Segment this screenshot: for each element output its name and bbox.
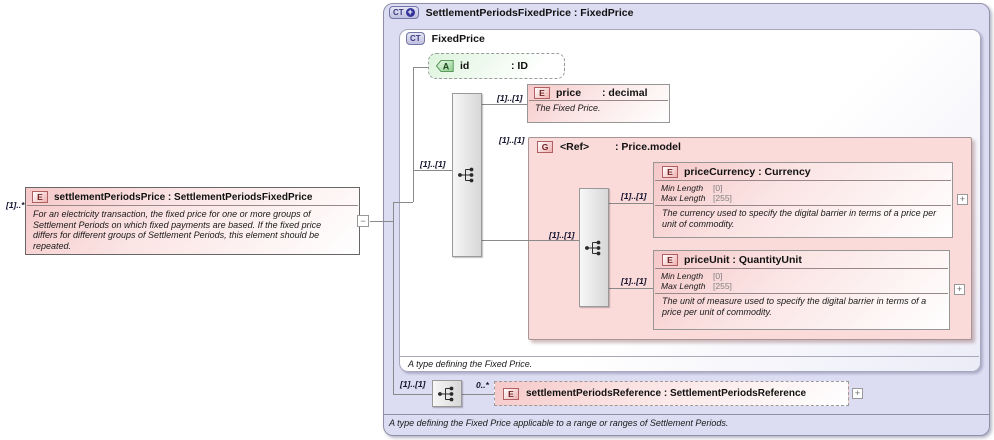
divider (400, 356, 979, 357)
element-title: priceCurrency : Currency (684, 166, 811, 178)
connector-line (393, 394, 432, 395)
collapse-toggle-button[interactable]: − (357, 215, 369, 227)
expand-button[interactable]: + (957, 194, 968, 205)
facet-row: Max Length [255] (654, 193, 952, 203)
element-settlementPeriodsPrice[interactable]: E settlementPeriodsPrice : SettlementPer… (25, 187, 360, 255)
element-title: settlementPeriodsReference : SettlementP… (526, 388, 807, 399)
facet-value: [255] (713, 193, 732, 203)
facet-value: [0] (713, 271, 723, 281)
outer-header: CT+ SettlementPeriodsFixedPrice : FixedP… (389, 6, 633, 19)
outer-title: SettlementPeriodsFixedPrice : FixedPrice (425, 6, 634, 19)
complex-type-plus-icon: CT+ (389, 6, 419, 19)
connector-line (482, 104, 527, 105)
element-name: price (556, 87, 582, 99)
ct-badge-label: CT (393, 8, 404, 17)
element-priceCurrency[interactable]: E priceCurrency : Currency Min Length [0… (653, 162, 953, 238)
facet-row: Max Length [255] (654, 281, 949, 291)
element-type: : decimal (602, 87, 648, 99)
facet-name: Min Length (661, 271, 704, 281)
inner-title: FixedPrice (431, 32, 485, 45)
facet-name: Min Length (661, 183, 704, 193)
attribute-id[interactable]: A id : ID (428, 53, 565, 79)
cardinality-label: [1]..[1] (621, 191, 647, 201)
divider (27, 205, 358, 206)
group-icon: G (537, 141, 553, 153)
group-header: G <Ref> : Price.model (537, 141, 681, 153)
connector-line (462, 394, 494, 395)
cardinality-label: [1]..[1] (497, 93, 523, 103)
sequence-icon (458, 167, 474, 183)
divider (655, 180, 951, 181)
element-icon: E (534, 87, 550, 99)
complex-type-icon: CT (406, 32, 425, 45)
facet-row: Min Length [0] (654, 183, 952, 193)
expand-button[interactable]: + (954, 284, 965, 295)
divider (529, 100, 668, 101)
divider (655, 293, 948, 294)
cardinality-label: [1]..[1] (621, 276, 647, 286)
connector-line (413, 67, 414, 202)
cardinality-label: [1]..[1] (549, 230, 575, 240)
element-icon: E (662, 254, 678, 266)
group-sequence-compositor[interactable] (579, 188, 609, 307)
attribute-name: id (460, 60, 470, 72)
sequence-icon (585, 240, 601, 255)
element-description: For an electricity transaction, the fixe… (33, 209, 322, 251)
divider (655, 268, 948, 269)
connector-line (482, 240, 579, 241)
connector-line (609, 203, 653, 204)
connector-line (370, 221, 393, 222)
svg-text:A: A (443, 62, 450, 72)
inner-header: CT FixedPrice (406, 32, 485, 45)
expand-button[interactable]: + (852, 388, 863, 399)
group-name: <Ref> (560, 141, 590, 153)
connector-line (393, 202, 394, 395)
facet-value: [255] (713, 281, 732, 291)
element-description: The unit of measure used to specify the … (662, 296, 927, 317)
divider (655, 205, 951, 206)
attribute-type: : ID (511, 60, 528, 72)
sequence-compositor[interactable] (432, 380, 462, 407)
sequence-icon (438, 386, 454, 401)
element-description: The currency used to specify the digital… (662, 208, 937, 229)
connector-line (393, 202, 413, 203)
element-priceUnit[interactable]: E priceUnit : QuantityUnit Min Length [0… (653, 250, 950, 330)
element-icon: E (662, 166, 678, 178)
cardinality-label: [1]..[1] (499, 135, 525, 145)
cardinality-label: [1]..* (6, 200, 25, 210)
derived-plus-icon: + (405, 7, 415, 17)
element-icon: E (503, 387, 519, 400)
element-price[interactable]: E price : decimal The Fixed Price. (527, 84, 670, 123)
divider (384, 414, 989, 415)
connector-line (413, 67, 428, 68)
attribute-icon: A (435, 60, 454, 72)
facet-name: Max Length (661, 281, 706, 291)
outer-footer-note: A type defining the Fixed Price applicab… (389, 418, 729, 428)
element-title: settlementPeriodsPrice : SettlementPerio… (54, 191, 313, 203)
group-type: : Price.model (615, 141, 681, 153)
element-icon: E (32, 191, 48, 203)
connector-line (413, 170, 452, 171)
facet-name: Max Length (661, 193, 706, 203)
element-settlementPeriodsReference[interactable]: E settlementPeriodsReference : Settlemen… (494, 381, 849, 406)
connector-line (609, 288, 653, 289)
cardinality-label: [1]..[1] (420, 159, 446, 169)
element-title: priceUnit : QuantityUnit (684, 254, 802, 266)
facet-value: [0] (713, 183, 723, 193)
sequence-compositor[interactable] (452, 93, 482, 257)
cardinality-label: 0..* (476, 380, 489, 390)
cardinality-label: [1]..[1] (400, 379, 426, 389)
facet-row: Min Length [0] (654, 271, 949, 281)
element-description: The Fixed Price. (535, 103, 601, 113)
inner-footer-note: A type defining the Fixed Price. (408, 359, 533, 369)
